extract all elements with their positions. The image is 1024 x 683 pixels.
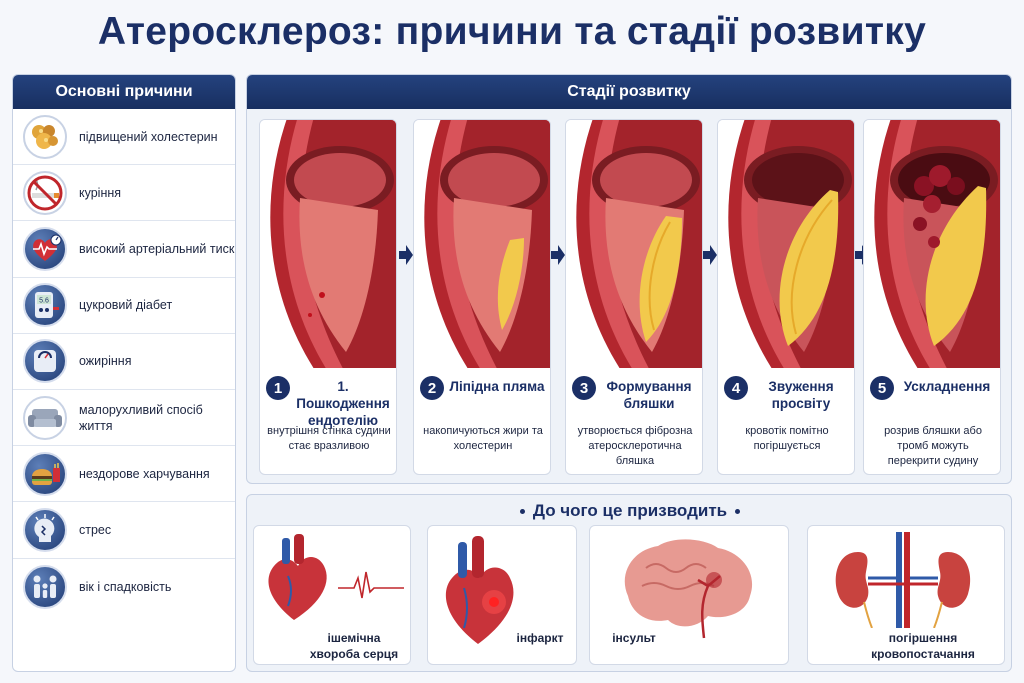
cause-label: цукровий діабет — [79, 298, 173, 313]
stage-card-5: 5 Ускладнення розрив бляшки або тромб мо… — [863, 119, 1001, 475]
dot-icon — [735, 509, 741, 515]
heart-infarct-icon — [445, 536, 514, 644]
cause-label: куріння — [79, 185, 122, 200]
stage-title: Звуження просвіту — [768, 379, 834, 411]
stage-description: внутрішня стінка судини стає вразливою — [267, 425, 391, 452]
arrow-right-icon — [551, 245, 565, 265]
cause-label: стрес — [79, 522, 112, 537]
arrow-right-icon — [703, 245, 717, 265]
consequence-label: інфаркт — [516, 631, 564, 645]
family-icon — [23, 564, 67, 609]
causes-heading: Основні причини — [13, 75, 235, 109]
stage-card-4: 4 Звуження просвіту кровотік помітно пог… — [717, 119, 855, 475]
glucometer-icon: 5.6 — [23, 283, 67, 328]
cause-item: вік і спадковість — [13, 559, 235, 615]
scale-icon — [23, 339, 67, 384]
cause-item: підвищений холестерин — [13, 109, 235, 166]
cause-label: вік і спадковість — [79, 579, 172, 594]
stages-heading: Стадії розвитку — [247, 75, 1011, 109]
dot-icon — [519, 509, 525, 515]
stage-number: 1 — [266, 376, 290, 400]
page-title: Атеросклероз: причини та стадії розвитку — [97, 10, 927, 53]
stage-title: Ліпідна пляма — [449, 379, 545, 394]
consequences-panel: До чого це призводить ішемічна хвороба с… — [246, 494, 1012, 672]
stress-head-icon — [23, 507, 67, 552]
artery-stage-4-icon — [718, 120, 854, 368]
cause-label: ожиріння — [79, 354, 132, 369]
stage-title: Формування бляшки — [606, 379, 692, 411]
stage-card-1: 1 1. Пошкодження ендотелію внутрішня сті… — [259, 119, 397, 475]
stage-number: 4 — [724, 376, 748, 400]
cholesterol-icon — [23, 114, 67, 159]
stage-title: Ускладнення — [903, 379, 991, 394]
cause-label: високий артеріальний тиск — [79, 241, 235, 256]
consequences-heading: До чого це призводить — [247, 501, 1011, 521]
cause-label: малорухливий спосіб життя — [79, 402, 203, 433]
artery-stage-1-icon — [260, 120, 396, 368]
arrow-right-icon — [399, 245, 413, 265]
stage-description: накопичуються жири та холестерин — [423, 425, 543, 452]
cause-label: підвищений холестерин — [79, 129, 218, 144]
sofa-icon — [23, 395, 67, 440]
consequence-card-4: погіршення кровопостачання органів — [807, 525, 1005, 665]
cause-item: малорухливий спосіб життя — [13, 390, 235, 447]
artery-stage-2-icon — [414, 120, 550, 368]
consequence-label: ішемічна хвороба серця — [309, 631, 399, 661]
stage-title: 1. Пошкодження ендотелію — [296, 379, 390, 428]
glucometer-reading: 5.6 — [39, 298, 49, 305]
causes-panel: Основні причини підвищений холестерин ку… — [12, 74, 236, 672]
consequences-heading-text: До чого це призводить — [532, 501, 728, 520]
fast-food-icon — [23, 451, 67, 496]
consequence-card-1: ішемічна хвороба серця — [253, 525, 411, 665]
consequence-label: інсульт — [612, 631, 656, 645]
brain-icon — [624, 539, 753, 639]
artery-stage-5-icon — [864, 120, 1000, 368]
no-smoking-icon — [23, 170, 67, 215]
causes-list: підвищений холестерин куріння високий ар… — [13, 109, 235, 615]
stage-description: розрив бляшки або тромб можуть перекрити… — [884, 425, 982, 467]
cause-label: нездорове харчування — [79, 466, 210, 481]
stage-number: 3 — [572, 376, 596, 400]
stage-description: кровотік помітно погіршується — [745, 425, 829, 452]
stage-description: утворюється фіброзна атеросклеротична бл… — [577, 425, 693, 467]
consequence-label: погіршення кровопостачання органів — [871, 631, 975, 664]
consequence-card-2: інфаркт — [427, 525, 577, 665]
kidneys-icon — [835, 532, 971, 628]
cause-item: стрес — [13, 502, 235, 559]
cause-item: нездорове харчування — [13, 446, 235, 503]
stage-number: 5 — [870, 376, 894, 400]
artery-stage-3-icon — [566, 120, 702, 368]
stage-card-3: 3 Формування бляшки утворюється фіброзна… — [565, 119, 703, 475]
consequence-card-3: інсульт — [589, 525, 789, 665]
stage-card-2: 2 Ліпідна пляма накопичуються жири та хо… — [413, 119, 551, 475]
cause-item: ожиріння — [13, 334, 235, 390]
blood-pressure-icon — [23, 226, 67, 271]
cause-item: куріння — [13, 165, 235, 222]
stage-number: 2 — [420, 376, 444, 400]
stages-panel: Стадії розвитку 1 1. Пошкодження ендотел… — [246, 74, 1012, 484]
cause-item: високий артеріальний тиск — [13, 221, 235, 278]
heart-ecg-icon — [268, 534, 404, 620]
cause-item: 5.6 цукровий діабет — [13, 278, 235, 334]
